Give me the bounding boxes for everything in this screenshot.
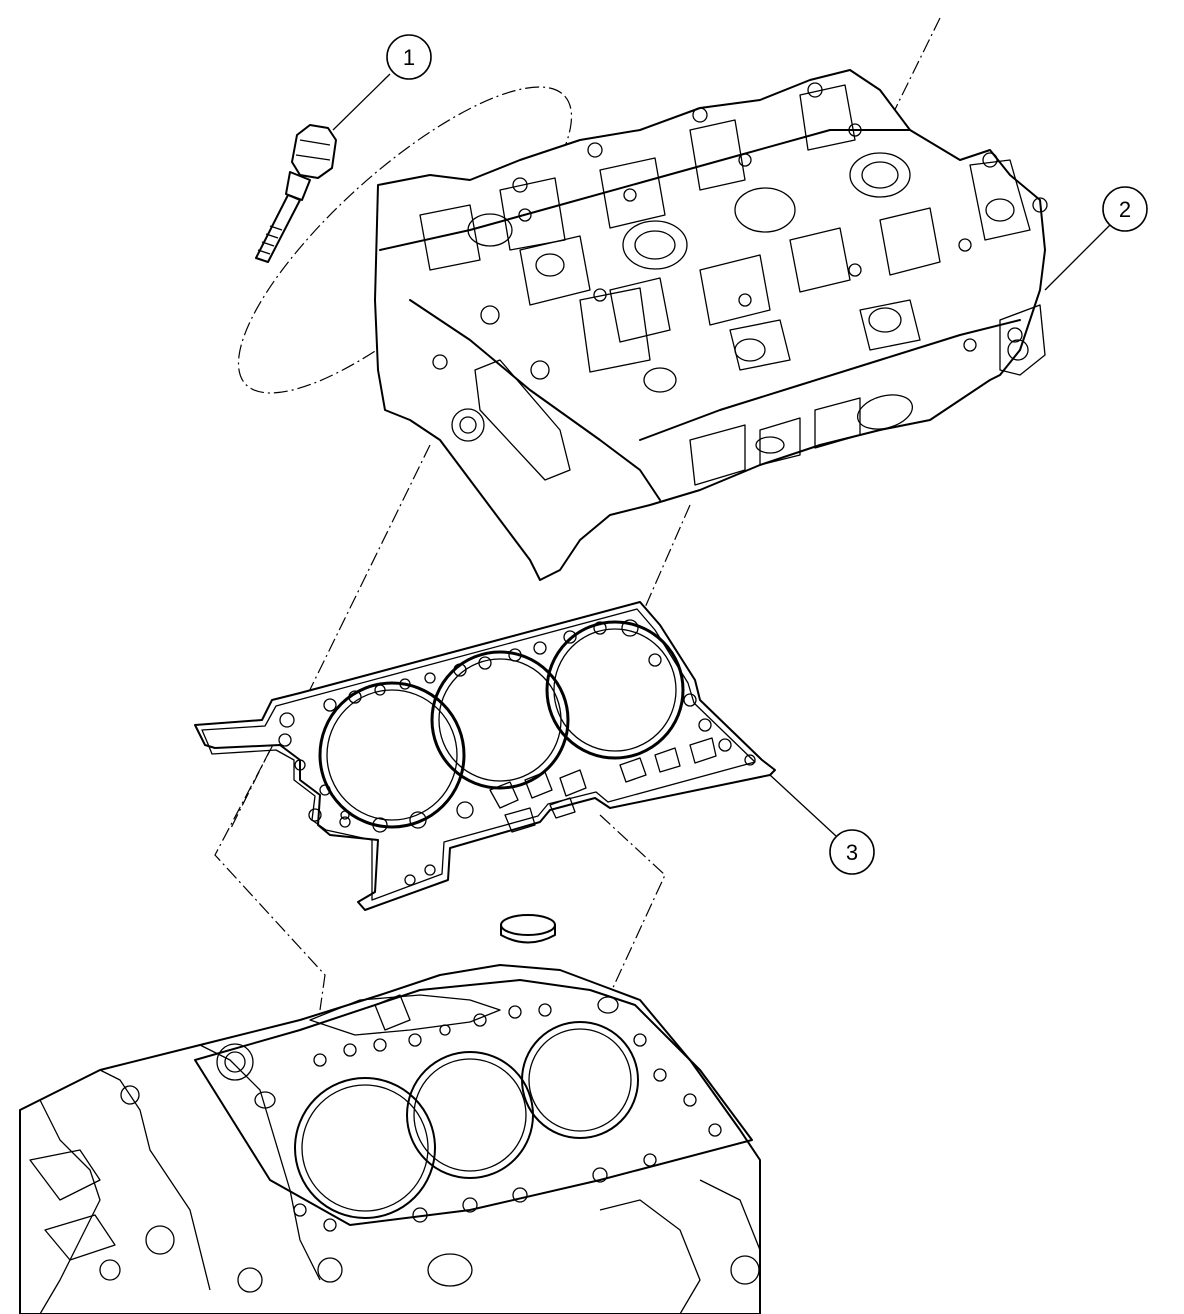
callout-label-3: 3 (846, 840, 858, 865)
callout-circle-2 (1102, 186, 1148, 232)
cylinder-head (374, 69, 1048, 581)
callout-label-2: 2 (1119, 197, 1131, 222)
head-gasket (194, 601, 776, 911)
callout-circle-3 (829, 829, 875, 875)
engine-block (19, 914, 761, 1314)
callout-1: 1 (332, 34, 432, 131)
callout-3: 3 (769, 774, 875, 875)
callout-circle-1 (386, 34, 432, 80)
head-bolt (255, 124, 337, 263)
callout-label-1: 1 (403, 45, 415, 70)
callout-2: 2 (1044, 186, 1148, 291)
